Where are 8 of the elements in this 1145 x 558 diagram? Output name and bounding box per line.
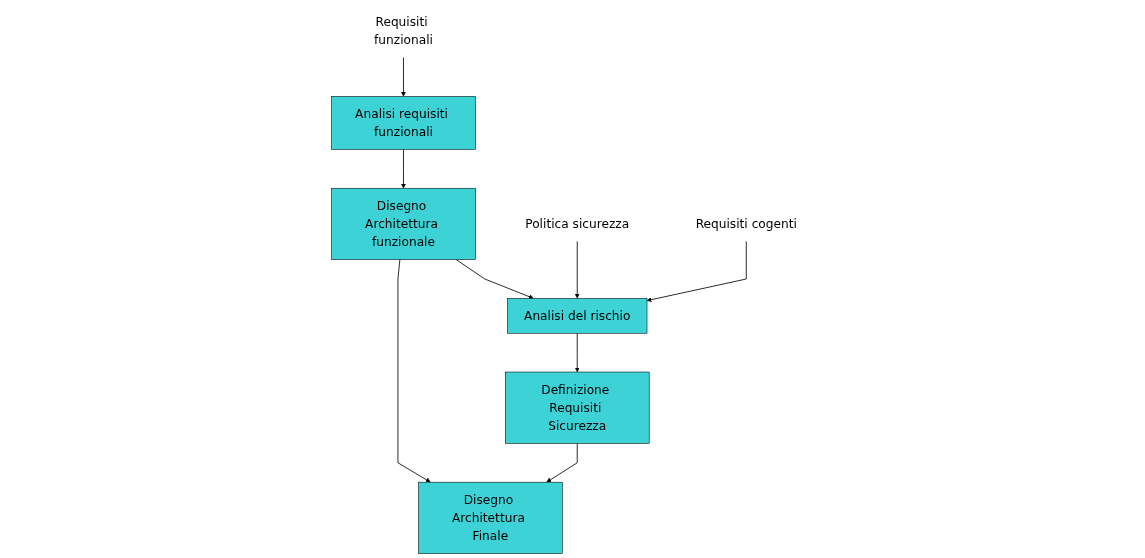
node-box: Disegno Architettura Finale xyxy=(418,481,563,554)
node-box: Definizione Requisiti Sicurezza xyxy=(505,371,650,444)
node-box: Analisi requisiti funzionali xyxy=(331,96,476,150)
node-box: Analisi del rischio xyxy=(507,298,648,334)
node-text: Politica sicurezza xyxy=(525,217,630,231)
node-text: Requisiti cogenti xyxy=(695,217,797,231)
node-box: Disegno Architettura funzionale xyxy=(331,187,476,260)
node-text: Requisiti funzionali xyxy=(374,14,433,48)
